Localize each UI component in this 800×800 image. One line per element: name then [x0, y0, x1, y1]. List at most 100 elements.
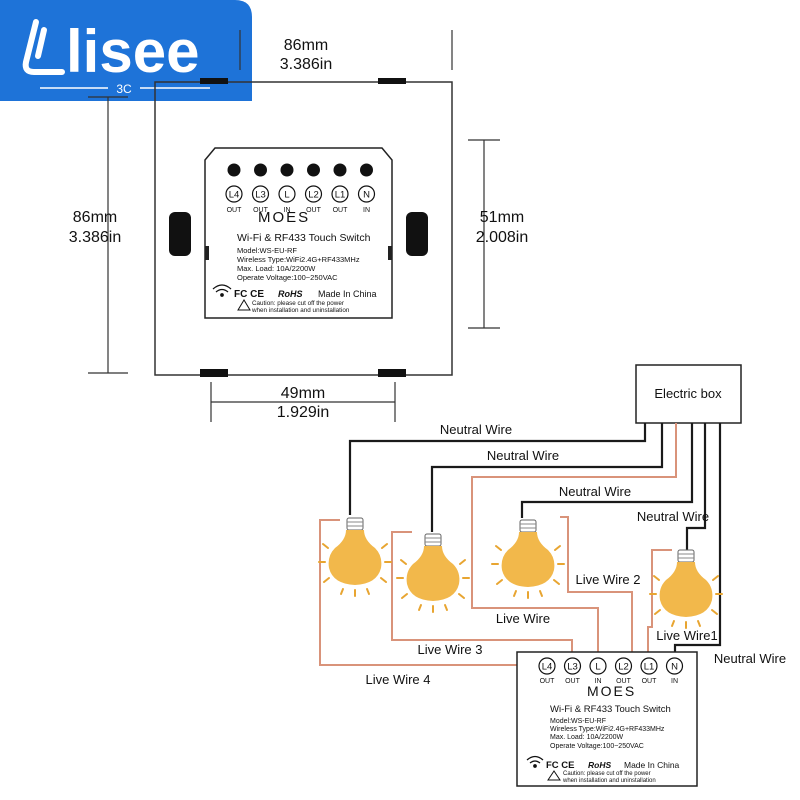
module-certification-marks: FC CE — [234, 289, 264, 300]
right-dimension-mm: 51mm — [480, 209, 524, 226]
terminal-direction: IN — [363, 207, 370, 214]
top-dimension-in: 3.386in — [280, 56, 333, 73]
terminal-l3 — [251, 185, 270, 203]
terminal-label: L3 — [255, 189, 266, 200]
dimension-lines — [88, 30, 500, 422]
terminal-direction: OUT — [306, 207, 322, 214]
live-wire-label-2: Live Wire 2 — [575, 572, 640, 587]
brand-logo: lisee 3C — [0, 0, 252, 101]
terminal-direction: OUT — [540, 678, 556, 685]
mount-slot-right — [406, 212, 428, 256]
module-certification-marks: FC CE — [546, 760, 575, 771]
terminal-l1 — [640, 657, 658, 675]
terminal-direction: OUT — [616, 678, 632, 685]
module-caution-line1: Caution: please cut off the power — [252, 300, 344, 307]
neutral-wire-label-5: Neutral Wire — [714, 651, 786, 666]
terminal-label: L1 — [335, 189, 346, 200]
terminal-direction: IN — [671, 678, 678, 685]
module-wireless: Wireless Type:WiFi2.4G+RF433MHz — [550, 726, 665, 733]
terminal-screw — [333, 163, 347, 177]
wifi-icon — [212, 284, 232, 297]
module-model: Model:WS-EU-RF — [237, 246, 297, 255]
top-dimension-mm: 86mm — [284, 37, 328, 54]
module-voltage: Operate Voltage:100~250VAC — [550, 743, 644, 750]
live-wire-label-4: Live Wire 4 — [365, 672, 430, 687]
module-made-in: Made In China — [318, 289, 377, 299]
module-load: Max. Load: 10A/2200W — [237, 264, 316, 273]
bulb-icon — [649, 549, 723, 629]
electric-box — [635, 364, 742, 424]
module-load: Max. Load: 10A/2200W — [550, 734, 624, 741]
terminal-label: L — [284, 189, 289, 200]
logo-mark-icon — [22, 19, 65, 75]
module-voltage: Operate Voltage:100~250VAC — [237, 273, 338, 282]
right-dimension-in: 2.008in — [476, 229, 529, 246]
neutral-wire-label-4: Neutral Wire — [637, 509, 709, 524]
terminal-direction: OUT — [333, 207, 349, 214]
bulb-icon — [318, 517, 392, 597]
terminal-screw — [227, 163, 241, 177]
terminal-label: L2 — [618, 661, 629, 672]
terminal-l — [278, 185, 296, 203]
wifi-icon — [526, 755, 544, 768]
terminal-l4 — [538, 657, 556, 675]
terminal-direction: IN — [284, 207, 291, 214]
live-wire-label-1: Live Wire1 — [656, 628, 717, 643]
module-caution-line1: Caution: please cut off the power — [563, 771, 651, 777]
terminal-direction: OUT — [642, 678, 658, 685]
module-model: Model:WS-EU-RF — [550, 718, 606, 725]
terminal-screw — [254, 163, 267, 177]
module-caution-line2: when installation and uninstallation — [251, 307, 350, 314]
caution-icon — [547, 770, 561, 781]
terminal-screw — [280, 163, 294, 177]
switch-panel — [154, 78, 453, 377]
terminal-label: L3 — [567, 661, 578, 672]
module-title: Wi-Fi & RF433 Touch Switch — [237, 232, 371, 244]
module-made-in: Made In China — [624, 760, 680, 770]
terminal-l2 — [304, 185, 323, 203]
terminal-label: L2 — [308, 189, 319, 200]
left-dimension-mm: 86mm — [73, 209, 117, 226]
live-wire-label-3: Live Wire 3 — [417, 642, 482, 657]
caution-icon — [237, 299, 251, 311]
terminal-direction: IN — [595, 678, 602, 685]
module-brand: MOES — [258, 209, 310, 226]
terminal-label: L1 — [644, 661, 655, 672]
terminal-l — [589, 657, 607, 675]
neutral-wire-label-3: Neutral Wire — [559, 484, 631, 499]
terminal-l4 — [225, 185, 243, 203]
module-title: Wi-Fi & RF433 Touch Switch — [550, 704, 671, 715]
module-rohs: RoHS — [278, 289, 303, 299]
bottom-dimension-mm: 49mm — [281, 385, 325, 402]
terminal-n — [357, 185, 376, 203]
terminal-screw — [307, 163, 320, 177]
terminal-direction: OUT — [253, 207, 269, 214]
terminal-direction: OUT — [227, 207, 243, 214]
module-rohs: RoHS — [588, 760, 611, 770]
terminal-direction: OUT — [565, 678, 581, 685]
mount-slot-left — [169, 212, 191, 256]
terminal-label: N — [671, 661, 678, 672]
terminal-screws — [227, 163, 373, 177]
electric-box-label: Electric box — [654, 386, 722, 401]
bulb-icon — [491, 519, 565, 599]
logo-subtext: 3C — [116, 82, 132, 96]
left-dimension-in: 3.386in — [69, 229, 122, 246]
bottom-dimension-in: 1.929in — [277, 404, 330, 421]
terminal-l2 — [614, 657, 633, 675]
module-brand: MOES — [587, 683, 636, 699]
bulb-icon — [396, 533, 470, 613]
terminal-label: L4 — [229, 189, 240, 200]
terminal-n — [665, 657, 684, 675]
terminal-label: L — [595, 661, 600, 672]
terminal-l1 — [331, 185, 349, 203]
logo-text: lisee — [66, 18, 199, 85]
terminal-l3 — [563, 657, 582, 675]
module-wireless: Wireless Type:WiFi2.4G+RF433MHz — [237, 255, 360, 264]
terminal-label: L4 — [542, 661, 553, 672]
